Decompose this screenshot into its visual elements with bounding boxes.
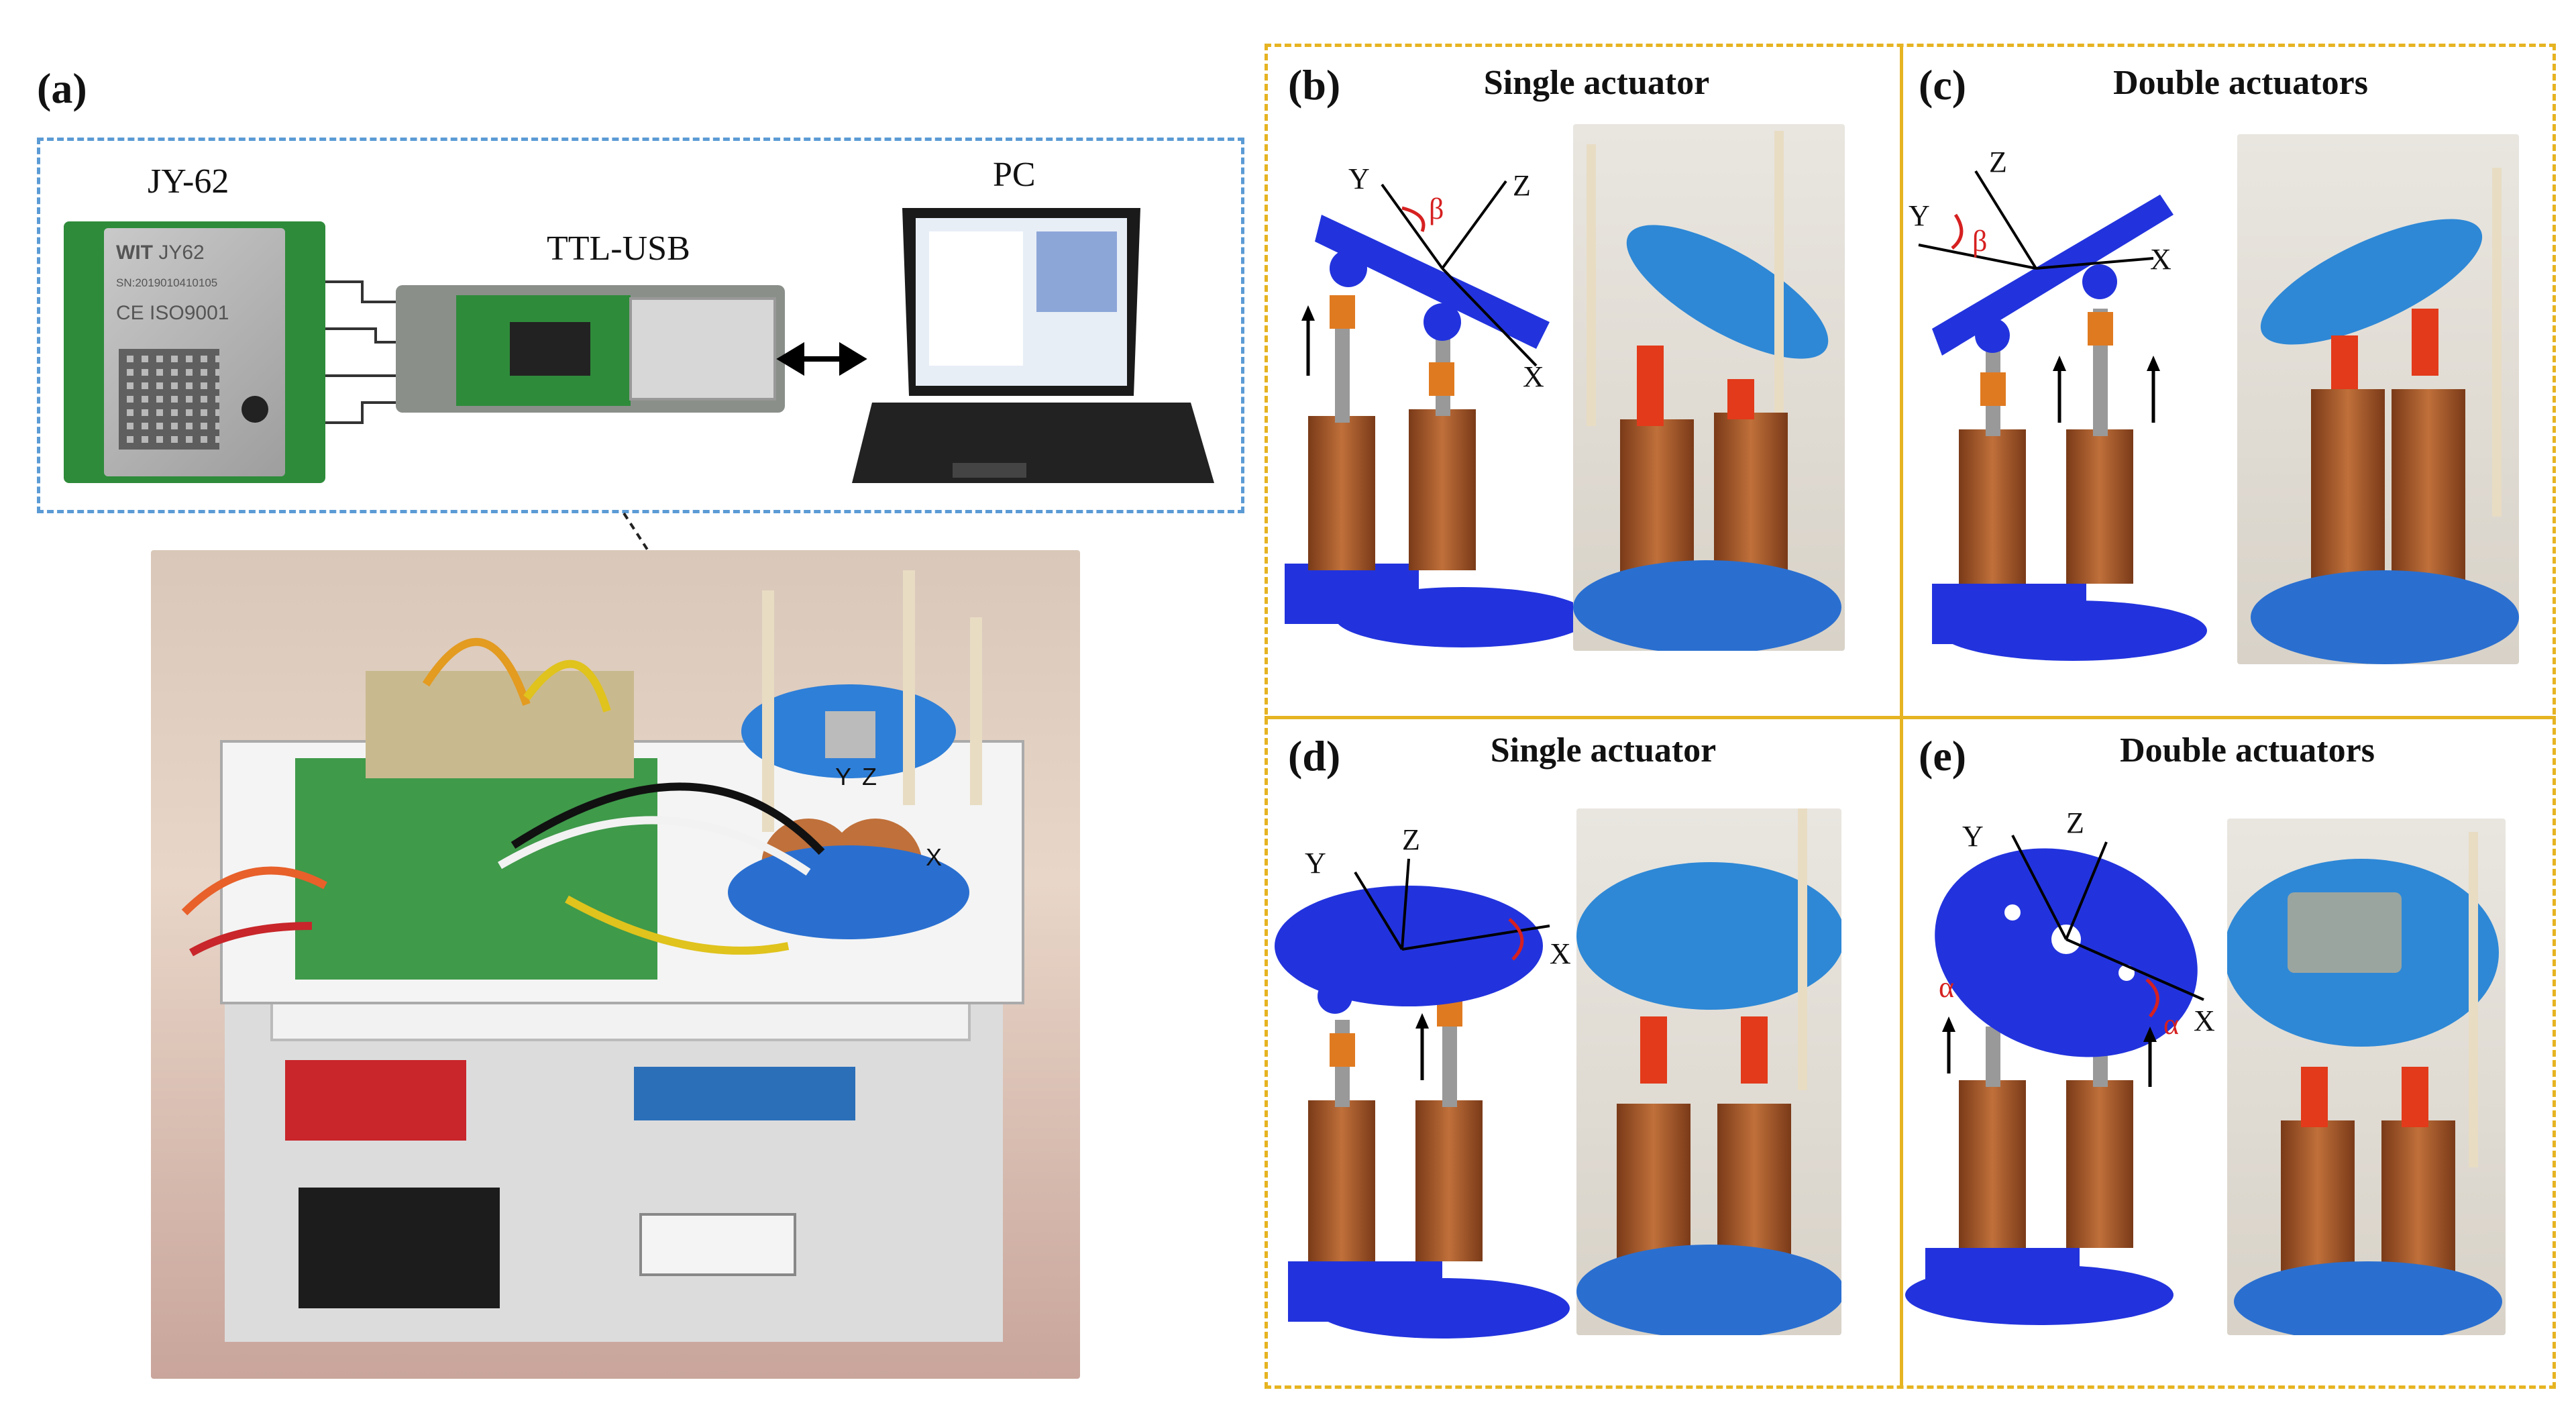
e-axis-x: X (2194, 1004, 2215, 1037)
usb-plug (629, 297, 776, 401)
model-d (1275, 858, 1570, 1339)
photo-axis-z: Z (862, 763, 877, 790)
photo-b-prototype (1573, 124, 1845, 651)
pc-label: PC (993, 156, 1036, 194)
panel-label-d: (d) (1288, 732, 1341, 780)
jy62-module: WIT JY62 SN:2019010410105 CE ISO9001 (64, 221, 325, 483)
chip-serial: SN:2019010410105 (116, 276, 218, 289)
c-axis-x: X (2150, 243, 2171, 276)
photo-axis-x: X (926, 843, 943, 871)
ttl-usb-label: TTL-USB (547, 229, 690, 268)
e-angle-alpha-left: α (1939, 971, 1955, 1004)
d-axis-z: Z (1402, 823, 1420, 856)
mount-hole (241, 396, 268, 423)
e-axis-y: Y (1962, 820, 1984, 853)
c-axis-y: Y (1909, 199, 1930, 232)
experimental-setup-photo: Y Z X (151, 550, 1080, 1379)
panel-label-b: (b) (1288, 61, 1341, 109)
e-angle-alpha-right: α (2163, 1008, 2180, 1041)
panel-title-c: Double actuators (2113, 64, 2368, 102)
panel-title-e: Double actuators (2120, 731, 2375, 770)
laptop-pc (852, 208, 1214, 483)
d-axis-y: Y (1305, 847, 1326, 880)
connection-diagram-frame (37, 138, 1244, 513)
model-e (1905, 835, 2204, 1325)
panel-label-c: (c) (1919, 61, 1967, 109)
jy62-label: JY-62 (148, 162, 229, 201)
qr-code (119, 349, 219, 450)
chip-model: JY62 (158, 242, 205, 264)
d-axis-x: X (1550, 937, 1571, 970)
b-angle-beta: β (1429, 193, 1444, 225)
ce-mark: CE (116, 302, 144, 324)
c-angle-beta: β (1972, 225, 1988, 258)
photo-e-prototype (2227, 819, 2506, 1335)
chip-brand: WIT (116, 242, 153, 264)
photo-d-prototype (1576, 808, 1841, 1335)
model-b (1285, 180, 1590, 647)
b-axis-x: X (1523, 360, 1544, 393)
jy62-chip: WIT JY62 SN:2019010410105 CE ISO9001 (104, 228, 285, 476)
chip-cert: ISO9001 (150, 302, 229, 324)
panel-title-d: Single actuator (1490, 731, 1717, 770)
horizontal-divider (1265, 716, 2556, 719)
e-axis-z: Z (2066, 806, 2084, 839)
b-axis-z: Z (1513, 169, 1531, 202)
panel-label-e: (e) (1919, 732, 1967, 780)
b-axis-y: Y (1348, 162, 1370, 195)
model-c (1918, 170, 2207, 661)
photo-axis-y: Y (835, 763, 852, 790)
photo-c-prototype (2237, 134, 2519, 664)
panel-label-a: (a) (37, 64, 87, 112)
panel-title-b: Single actuator (1483, 64, 1710, 102)
usb-connection-arrow (776, 342, 867, 376)
c-axis-z: Z (1989, 146, 2007, 178)
